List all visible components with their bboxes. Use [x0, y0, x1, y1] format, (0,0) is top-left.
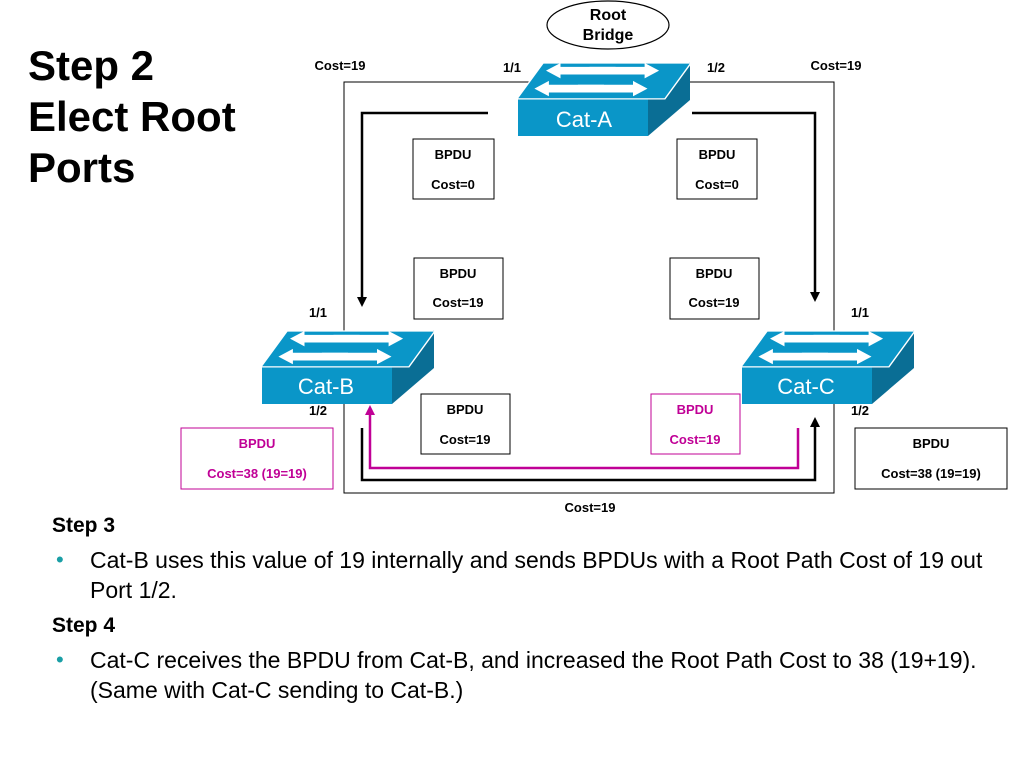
link-cost-top-right: Cost=19: [811, 58, 862, 73]
arrow-a-to-c: [692, 111, 820, 302]
switch-cat-a[interactable]: Cat-A: [516, 62, 692, 136]
bpdu-box-a-right-cost: Cost=0: [695, 177, 739, 192]
title-line-2: Elect Root: [28, 93, 236, 140]
bpdu-box-c-received-cost: Cost=38 (19=19): [881, 466, 981, 481]
bpdu-box-a-right-title: BPDU: [699, 147, 736, 162]
title-line-1: Step 2: [28, 42, 155, 89]
step-4-bullet: • Cat-C receives the BPDU from Cat-B, an…: [52, 645, 992, 705]
bpdu-box-b-in-title: BPDU: [440, 266, 477, 281]
bpdu-box-a-right: BPDU Cost=0: [676, 138, 758, 200]
port-b-1-2: 1/2: [309, 403, 327, 418]
bpdu-box-a-left-title: BPDU: [435, 147, 472, 162]
link-cost-bottom: Cost=19: [565, 500, 616, 515]
switch-cat-b[interactable]: Cat-B: [260, 330, 436, 404]
bpdu-box-c-in-cost: Cost=19: [689, 295, 740, 310]
slide-title: Step 2 Elect Root Ports: [28, 40, 236, 193]
root-bridge-label: Root Bridge: [546, 0, 670, 50]
bpdu-box-c-in: BPDU Cost=19: [669, 257, 760, 320]
bpdu-box-c-received: BPDU Cost=38 (19=19): [854, 427, 1008, 490]
root-bridge-line-2: Bridge: [583, 27, 634, 44]
port-a-1-1: 1/1: [503, 60, 521, 75]
switch-cat-a-label: Cat-A: [556, 107, 613, 132]
bpdu-box-b-in-cost: Cost=19: [433, 295, 484, 310]
step-3-text: Cat-B uses this value of 19 internally a…: [90, 547, 983, 603]
bpdu-box-b-out-cost: Cost=19: [440, 432, 491, 447]
bpdu-box-b-received: BPDU Cost=38 (19=19): [180, 427, 334, 490]
bpdu-box-a-left: BPDU Cost=0: [412, 138, 495, 200]
link-cost-top-left: Cost=19: [315, 58, 366, 73]
bpdu-box-c-received-title: BPDU: [913, 436, 950, 451]
title-line-3: Ports: [28, 144, 136, 191]
step-3-bullet: • Cat-B uses this value of 19 internally…: [52, 545, 992, 605]
step-3-heading: Step 3: [52, 514, 116, 537]
step-4-heading: Step 4: [52, 614, 116, 637]
bpdu-box-b-in: BPDU Cost=19: [413, 257, 504, 320]
arrow-a-to-b: [357, 111, 488, 307]
switch-cat-c[interactable]: Cat-C: [740, 330, 916, 404]
bpdu-box-c-in-title: BPDU: [696, 266, 733, 281]
bpdu-box-c-out-cost: Cost=19: [670, 432, 721, 447]
port-b-1-1: 1/1: [309, 305, 327, 320]
port-c-1-1: 1/1: [851, 305, 869, 320]
steps-list: Step 3 • Cat-B uses this value of 19 int…: [52, 512, 992, 712]
step-4-text: Cat-C receives the BPDU from Cat-B, and …: [90, 647, 977, 703]
bpdu-box-b-out: BPDU Cost=19: [420, 393, 511, 455]
bpdu-box-b-out-title: BPDU: [447, 402, 484, 417]
bpdu-box-b-received-title: BPDU: [239, 436, 276, 451]
arrow-b-to-c: [360, 417, 820, 482]
port-c-1-2: 1/2: [851, 403, 869, 418]
root-bridge-line-1: Root: [590, 7, 627, 24]
port-a-1-2: 1/2: [707, 60, 725, 75]
bpdu-box-c-out: BPDU Cost=19: [650, 393, 741, 455]
bullet-dot-icon: •: [56, 647, 64, 672]
bpdu-box-b-received-cost: Cost=38 (19=19): [207, 466, 307, 481]
bpdu-box-c-out-title: BPDU: [677, 402, 714, 417]
bullet-dot-icon: •: [56, 547, 64, 572]
switch-cat-c-label: Cat-C: [777, 374, 835, 399]
bpdu-box-a-left-cost: Cost=0: [431, 177, 475, 192]
switch-cat-b-label: Cat-B: [298, 374, 354, 399]
arrow-c-to-b: [365, 405, 800, 470]
